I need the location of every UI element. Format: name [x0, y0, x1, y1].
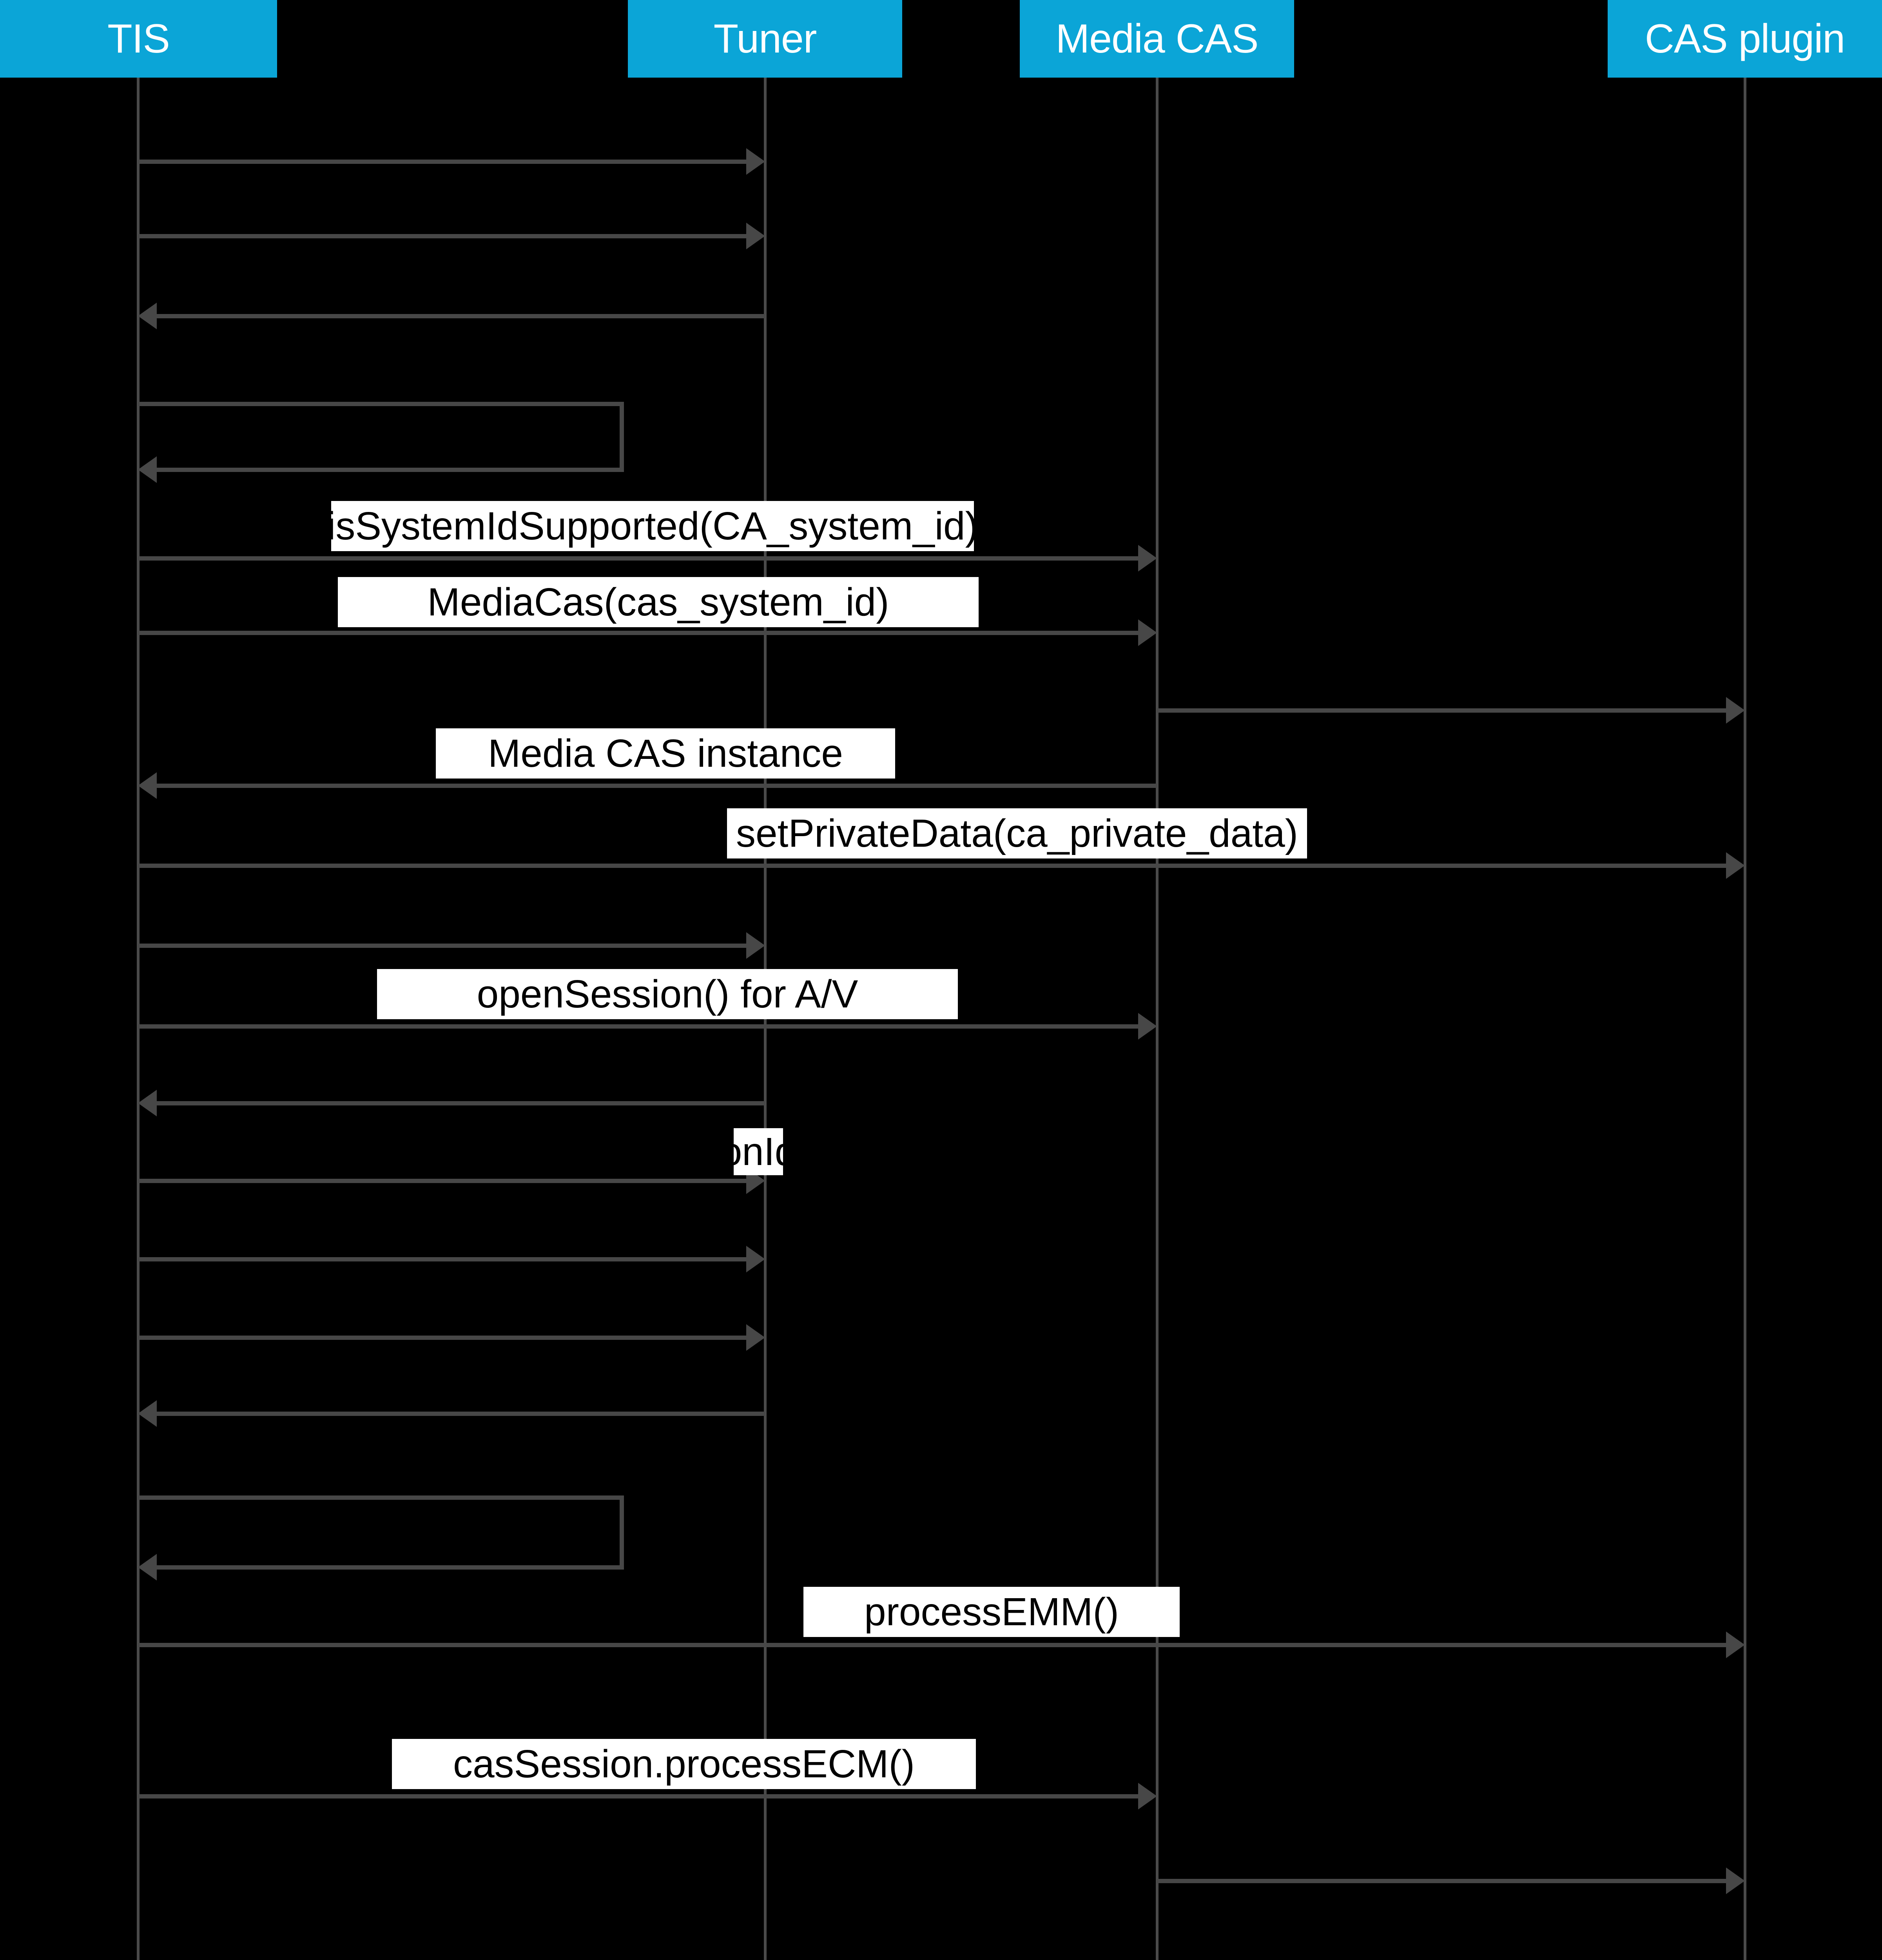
message-line-m18: [138, 1642, 1726, 1647]
message-line-m7: [1157, 708, 1726, 713]
message-line-m19: [138, 1794, 1138, 1798]
message-label-m5: isSystemIdSupported(CA_system_id): [327, 501, 978, 551]
message-line-m8: [157, 783, 1157, 788]
message-label-m8: Media CAS instance: [436, 728, 895, 779]
message-line-m6: [138, 630, 1138, 635]
message-line-m14: [138, 1257, 746, 1261]
message-line-m11: [138, 1024, 1138, 1029]
message-label-m9: setPrivateData(ca_private_data): [727, 808, 1307, 858]
self-message-top-m17: [138, 1495, 624, 1500]
message-line-m16: [157, 1411, 765, 1416]
arrow-head-m19: [1138, 1783, 1157, 1809]
message-label-m13: onId: [734, 1128, 783, 1175]
message-line-m10: [138, 943, 746, 948]
arrow-head-m20: [1726, 1867, 1745, 1894]
message-line-m20: [1157, 1878, 1726, 1883]
arrow-head-m14: [746, 1246, 765, 1272]
message-line-m3: [157, 314, 765, 318]
arrow-head-m7: [1726, 697, 1745, 724]
arrow-head-m12: [138, 1090, 157, 1116]
message-line-m5: [138, 556, 1138, 561]
arrow-head-m4: [138, 456, 157, 483]
arrow-head-m9: [1726, 852, 1745, 879]
actor-header-tis[interactable]: TIS: [0, 0, 277, 78]
arrow-head-m8: [138, 772, 157, 799]
actor-header-casplugin[interactable]: CAS plugin: [1608, 0, 1882, 78]
actor-header-tuner[interactable]: Tuner: [628, 0, 902, 78]
self-message-side-m17: [620, 1495, 624, 1570]
arrow-head-m6: [1138, 619, 1157, 646]
arrow-head-m17: [138, 1554, 157, 1581]
message-label-m6: MediaCas(cas_system_id): [338, 577, 979, 627]
message-line-m13: [138, 1178, 746, 1183]
lifeline-casplugin: [1744, 78, 1746, 1960]
actor-header-mediacas[interactable]: Media CAS: [1020, 0, 1294, 78]
arrow-head-m18: [1726, 1632, 1745, 1658]
arrow-head-m3: [138, 303, 157, 329]
message-line-m15: [138, 1335, 746, 1340]
lifeline-tis: [137, 78, 140, 1960]
arrow-head-m2: [746, 223, 765, 249]
message-line-m2: [138, 234, 746, 238]
self-message-top-m4: [138, 401, 624, 406]
message-label-m18: processEMM(): [803, 1587, 1180, 1637]
self-message-side-m4: [620, 401, 624, 472]
message-label-m11: openSession() for A/V: [377, 969, 958, 1019]
arrow-head-m5: [1138, 545, 1157, 572]
self-message-bottom-m17: [157, 1565, 624, 1570]
message-line-m1: [138, 159, 746, 164]
arrow-head-m11: [1138, 1013, 1157, 1040]
message-line-m9: [138, 863, 1726, 868]
message-label-m19: casSession.processECM(): [392, 1739, 976, 1789]
arrow-head-m10: [746, 932, 765, 959]
arrow-head-m16: [138, 1400, 157, 1427]
lifeline-mediacas: [1156, 78, 1159, 1960]
self-message-bottom-m4: [157, 467, 624, 472]
message-line-m12: [157, 1101, 765, 1105]
arrow-head-m1: [746, 148, 765, 175]
arrow-head-m15: [746, 1324, 765, 1351]
